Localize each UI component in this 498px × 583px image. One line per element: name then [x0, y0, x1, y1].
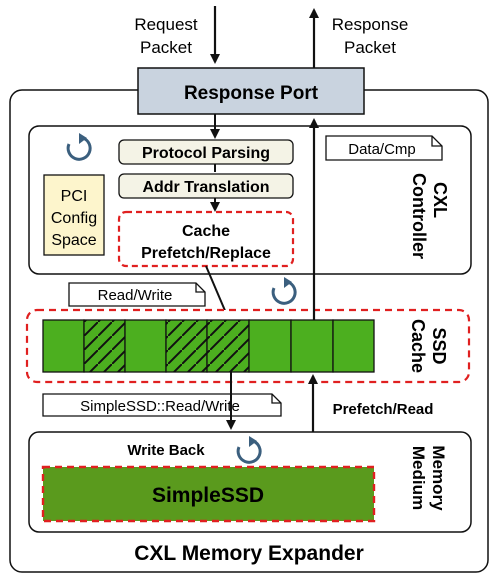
write-back-label: Write Back	[127, 442, 205, 459]
pci-label-line2: Config	[51, 210, 97, 227]
addr-translation-label: Addr Translation	[142, 179, 269, 196]
refresh-icon	[236, 436, 262, 464]
cache-block	[42, 319, 85, 373]
cache-label-line2: Prefetch/Replace	[141, 245, 271, 262]
data-cmp-doc	[325, 135, 443, 161]
cache-block	[332, 319, 375, 373]
cache-block-dirty	[83, 319, 126, 373]
simplessd-label: SimpleSSD	[152, 484, 264, 507]
response-port-label: Response Port	[184, 83, 319, 104]
controller-title-line1: CXL	[430, 182, 450, 218]
refresh-icon	[271, 277, 297, 305]
simplessd-box	[41, 465, 376, 523]
response-label-line1: Response	[332, 15, 409, 34]
memory-title-line2: Medium	[409, 446, 428, 510]
request-label-line1: Request	[134, 15, 198, 34]
cache-block	[248, 319, 292, 373]
ssd-cache-title-line2: Cache	[408, 319, 428, 373]
response-label-line2: Packet	[344, 38, 396, 57]
controller-title-line2: Controller	[409, 173, 429, 259]
read-write-doc	[68, 282, 206, 307]
response-port-box	[137, 67, 365, 115]
simplessd-rw-label: SimpleSSD::Read/Write	[80, 398, 240, 415]
protocol-parsing-label: Protocol Parsing	[142, 145, 270, 162]
data-cmp-label: Data/Cmp	[348, 141, 416, 158]
pci-label-line1: PCI	[61, 188, 88, 205]
request-label-line2: Packet	[140, 38, 192, 57]
simplessd-rw-doc	[42, 393, 282, 417]
protocol-parsing-box	[118, 139, 294, 165]
memory-title-line1: Memory	[429, 445, 448, 511]
cache-block	[124, 319, 167, 373]
addr-translation-box	[118, 173, 294, 199]
ssd-cache-title-line1: SSD	[429, 327, 449, 364]
cache-block	[290, 319, 334, 373]
refresh-icon	[66, 133, 92, 161]
cache-block-dirty	[165, 319, 208, 373]
pci-config-box	[43, 174, 105, 256]
prefetch-read-label: Prefetch/Read	[333, 401, 434, 418]
expander-title: CXL Memory Expander	[134, 542, 364, 565]
read-write-label: Read/Write	[98, 287, 173, 304]
cache-blocks	[42, 319, 375, 373]
cache-block-dirty	[206, 319, 250, 373]
pci-label-line3: Space	[51, 232, 96, 249]
cache-label-line1: Cache	[182, 223, 230, 240]
